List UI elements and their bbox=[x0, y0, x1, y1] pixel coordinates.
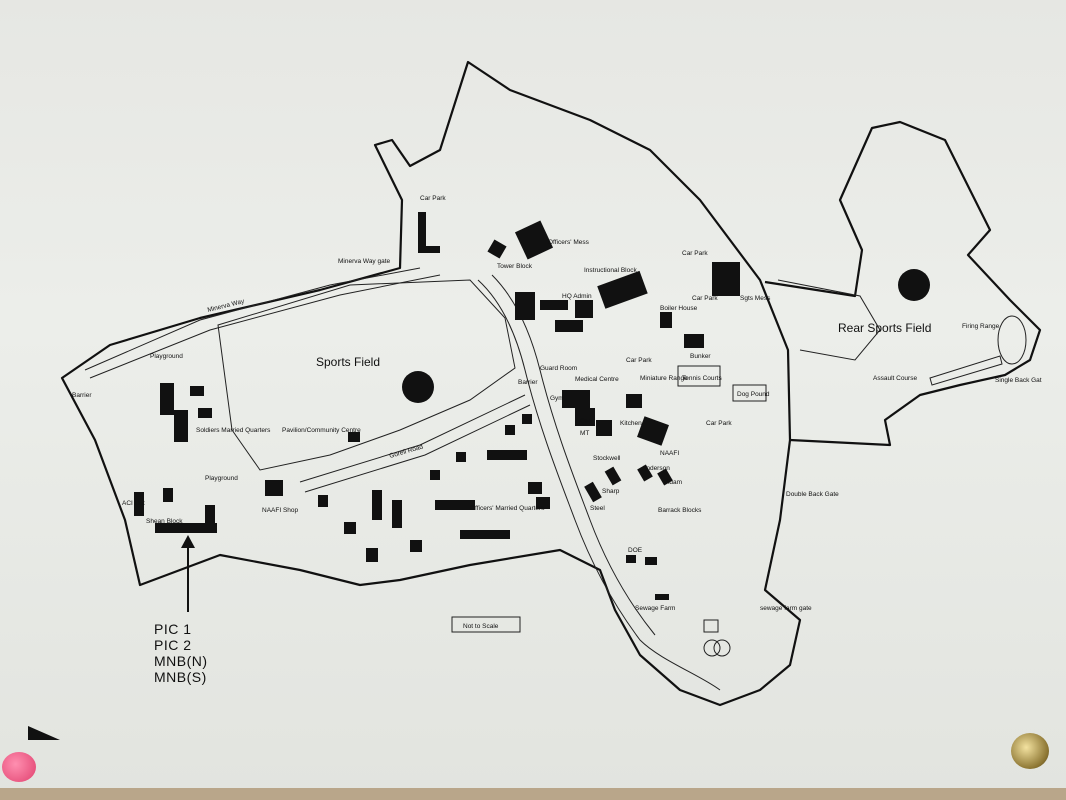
pink-pushpin bbox=[2, 752, 36, 782]
corner-triangle-mark bbox=[28, 726, 60, 740]
sports-field-marker bbox=[402, 371, 434, 403]
pavilion-label: Pavilion/Community Centre bbox=[282, 427, 361, 434]
dog-pound-label: Dog Pound bbox=[737, 391, 770, 398]
brass-pushpin bbox=[1011, 733, 1049, 769]
buildings bbox=[134, 212, 740, 600]
rear-sports-field-marker bbox=[898, 269, 930, 301]
handwritten-notes: PIC 1 PIC 2 MNB(N) MNB(S) bbox=[154, 621, 208, 685]
soldiers-married-quarters-label: Soldiers Married Quarters bbox=[196, 427, 271, 434]
instructional-block-label: Instructional Block bbox=[584, 267, 637, 274]
assault-course-label: Assault Course bbox=[873, 375, 917, 382]
barrier-west-label: Barrier bbox=[72, 392, 92, 399]
double-back-gate-label: Double Back Gate bbox=[786, 491, 839, 498]
minerva-way-gate-label: Minerva Way gate bbox=[338, 258, 391, 265]
bunker-label: Bunker bbox=[690, 353, 711, 360]
minerva-way-road bbox=[84, 267, 421, 371]
stockwell-label: Stockwell bbox=[593, 455, 621, 462]
car-park-mid-label: Car Park bbox=[626, 357, 652, 364]
shean-block-label: Shean Block bbox=[146, 518, 183, 525]
medical-centre-label: Medical Centre bbox=[575, 376, 619, 383]
miniature-range-label: Miniature Range bbox=[640, 375, 688, 382]
car-park-east-label: Car Park bbox=[706, 420, 732, 427]
guard-room-label: Guard Room bbox=[540, 365, 577, 372]
sgts-mess-label: Sgts Mess bbox=[740, 295, 771, 302]
sewage-farm-gate-label: sewage farm gate bbox=[760, 605, 812, 612]
not-to-scale-box bbox=[451, 616, 521, 633]
kitchen-label: Kitchen bbox=[620, 420, 642, 427]
firing-range-label: Firing Range bbox=[962, 323, 1000, 330]
single-back-gate-label: Single Back Gat bbox=[995, 377, 1042, 384]
gorell-road bbox=[299, 394, 526, 483]
firing-range-shape bbox=[997, 315, 1027, 365]
not-to-scale-label: Not to Scale bbox=[463, 623, 499, 630]
mt-label: MT bbox=[580, 430, 589, 437]
handwriting-line-4: MNB(S) bbox=[154, 669, 207, 685]
tennis-courts-label: Tennis Courts bbox=[682, 375, 722, 382]
playground-north-label: Playground bbox=[150, 353, 183, 360]
doe-label: DOE bbox=[628, 547, 643, 554]
gorell-road-label: Gorell Road bbox=[389, 444, 425, 460]
qm-label: QM bbox=[580, 418, 590, 425]
barrack-blocks-label: Barrack Blocks bbox=[658, 507, 702, 514]
tower-block-label: Tower Block bbox=[497, 263, 533, 270]
rear-sports-field-label: Rear Sports Field bbox=[838, 321, 931, 335]
naafi-shop-label: NAAFI Shop bbox=[262, 507, 299, 514]
main-road bbox=[477, 279, 721, 691]
handwriting-line-1: PIC 1 bbox=[154, 621, 192, 637]
tennis-courts-box bbox=[677, 365, 721, 387]
car-park-sgts-label: Car Park bbox=[692, 295, 718, 302]
handwriting-line-2: PIC 2 bbox=[154, 637, 192, 653]
sewage-farm-label: Sewage Farm bbox=[635, 605, 675, 612]
sports-field-label: Sports Field bbox=[316, 355, 380, 369]
anderson-label: Anderson bbox=[642, 465, 670, 472]
hq-admin-label: HQ Admin bbox=[562, 293, 592, 300]
car-park-nw-label: Car Park bbox=[420, 195, 446, 202]
aci-hut-label: ACI Hut bbox=[122, 500, 145, 507]
officers-married-quarters-label: Officers' Married Quarters bbox=[470, 505, 545, 512]
barrier-main-label: Barrier bbox=[518, 379, 538, 386]
dog-pound-box bbox=[732, 384, 767, 402]
sports-field-outline bbox=[217, 279, 516, 471]
rear-field-boundary bbox=[764, 120, 1042, 447]
playground-south-label: Playground bbox=[205, 475, 238, 482]
adam-label: Adam bbox=[665, 479, 682, 486]
car-park-ne-label: Car Park bbox=[682, 250, 708, 257]
naafi-east-label: NAAFI bbox=[660, 450, 679, 457]
sharp-label: Sharp bbox=[602, 488, 620, 495]
gym-label: Gym bbox=[550, 395, 564, 402]
boiler-house-label: Boiler House bbox=[660, 305, 698, 312]
site-boundary bbox=[60, 60, 802, 707]
handwriting-line-3: MNB(N) bbox=[154, 653, 208, 669]
officers-mess-label: Officers' Mess bbox=[548, 239, 590, 246]
steel-label: Steel bbox=[590, 505, 605, 512]
wooden-frame-edge bbox=[0, 788, 1066, 800]
